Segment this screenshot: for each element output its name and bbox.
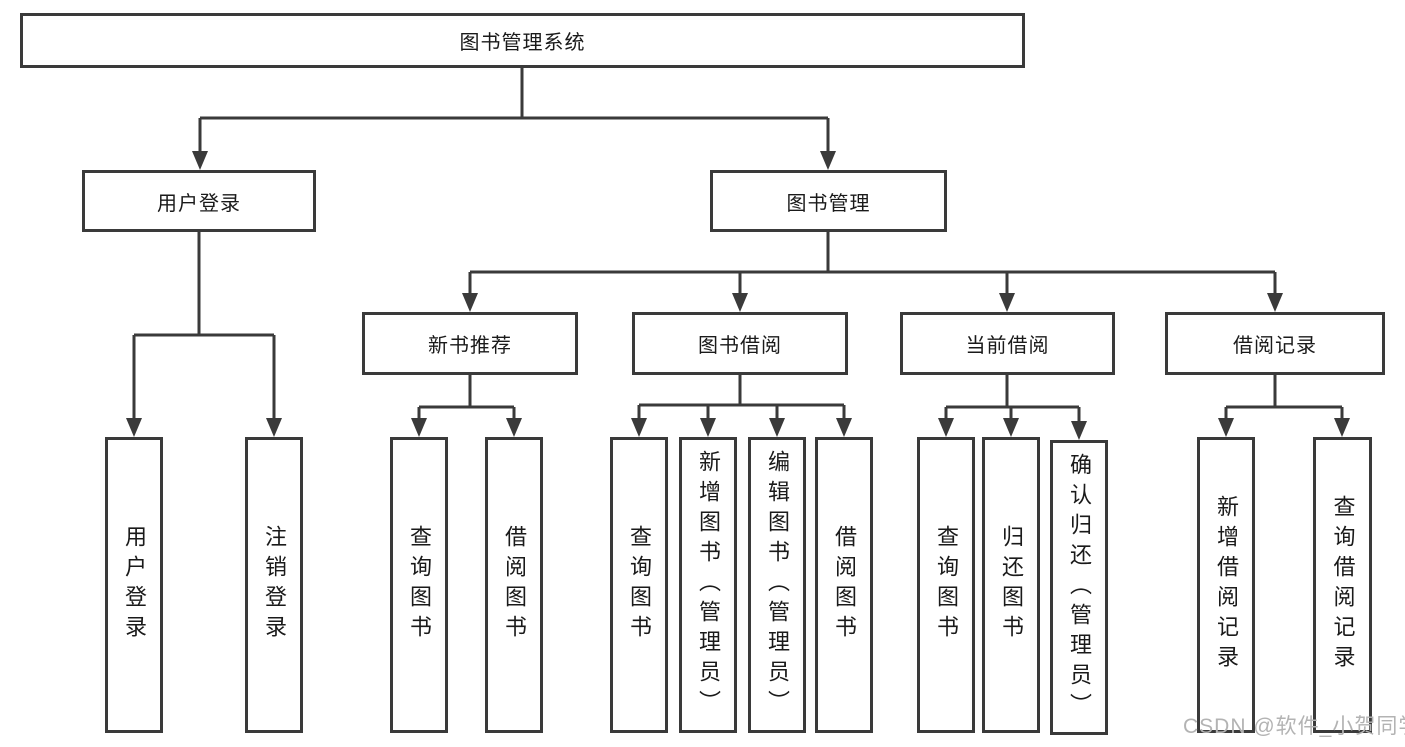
leaf-cb-query-book: 查询图书 <box>917 437 975 733</box>
node-label: 图书管理系统 <box>459 32 586 54</box>
node-label: 图书管理 <box>786 192 871 215</box>
node-book-management: 图书管理 <box>710 170 947 232</box>
leaf-cb-return-book: 归还图书 <box>982 437 1040 733</box>
leaf-label: 用户登录 <box>122 525 147 645</box>
node-label: 当前借阅 <box>965 335 1050 357</box>
arrowheads <box>126 151 1350 440</box>
csdn-watermark: CSDN @软件_小贺同学 <box>1183 715 1405 738</box>
leaf-bb-add-book-admin: 新增图书（管理员） <box>679 437 737 733</box>
node-book-borrowing: 图书借阅 <box>632 312 848 375</box>
leaf-label: 归还图书 <box>999 525 1024 645</box>
node-new-book-recommend: 新书推荐 <box>362 312 578 375</box>
leaf-br-query-record: 查询借阅记录 <box>1313 437 1372 733</box>
leaf-label: 确认归还（管理员） <box>1067 452 1092 723</box>
leaf-bb-edit-book-admin: 编辑图书（管理员） <box>748 437 806 733</box>
node-borrowing-records: 借阅记录 <box>1165 312 1385 375</box>
node-label: 借阅记录 <box>1233 335 1317 357</box>
leaf-logout: 注销登录 <box>245 437 303 733</box>
leaf-label: 注销登录 <box>262 525 287 645</box>
node-library-management-system: 图书管理系统 <box>20 13 1025 68</box>
leaf-label: 借阅图书 <box>832 525 857 645</box>
node-label: 用户登录 <box>157 192 241 215</box>
leaf-label: 查询图书 <box>627 525 652 645</box>
leaf-nb-borrow-book: 借阅图书 <box>485 437 543 733</box>
leaf-label: 新增借阅记录 <box>1214 495 1239 675</box>
node-user-login: 用户登录 <box>82 170 316 232</box>
leaf-label: 新增图书（管理员） <box>696 450 721 720</box>
leaf-br-add-record: 新增借阅记录 <box>1197 437 1255 733</box>
node-current-borrowing: 当前借阅 <box>900 312 1115 375</box>
leaf-label: 查询图书 <box>407 525 432 645</box>
leaf-nb-query-book: 查询图书 <box>390 437 448 733</box>
node-label: 新书推荐 <box>428 335 512 357</box>
leaf-user-login: 用户登录 <box>105 437 163 733</box>
leaf-label: 借阅图书 <box>502 525 527 645</box>
leaf-bb-borrow-book: 借阅图书 <box>815 437 873 733</box>
leaf-label: 查询图书 <box>934 525 959 645</box>
leaf-bb-query-book: 查询图书 <box>610 437 668 733</box>
node-label: 图书借阅 <box>698 335 782 357</box>
leaf-cb-confirm-return-admin: 确认归还（管理员） <box>1050 440 1108 735</box>
leaf-label: 编辑图书（管理员） <box>765 450 790 720</box>
leaf-label: 查询借阅记录 <box>1330 495 1356 675</box>
